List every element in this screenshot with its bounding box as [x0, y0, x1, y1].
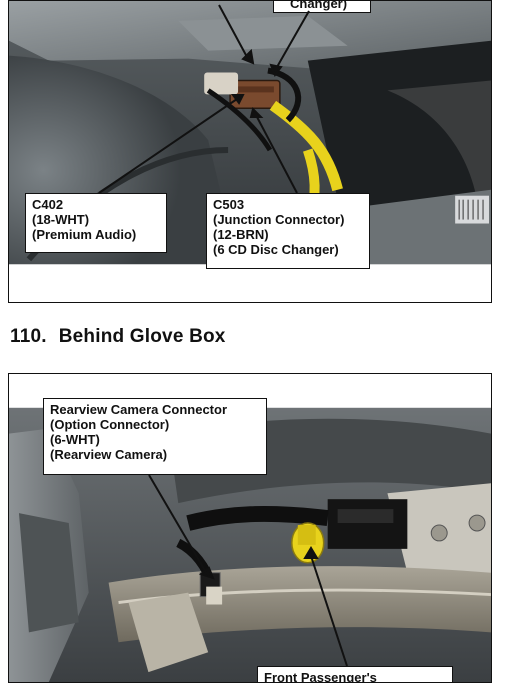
section-title: Behind Glove Box — [58, 326, 226, 347]
callout-line: (Rearview Camera) — [50, 447, 168, 462]
section-number: 110. — [10, 326, 47, 347]
callout-c402: C402 (18-WHT) (Premium Audio) — [25, 193, 167, 253]
bottom-leader-lines — [148, 474, 348, 667]
callout-line: (18-WHT) — [32, 212, 90, 227]
top-figure: Changer) C402 (18-WHT) (Premium Audio) C… — [8, 0, 492, 303]
top-leader-lines — [98, 4, 310, 194]
callout-line: C503 — [213, 197, 245, 212]
callout-line: C402 — [32, 197, 64, 212]
callout-c503: C503 (Junction Connector) (12-BRN) (6 CD… — [206, 193, 370, 269]
bottom-figure: Rearview Camera Connector (Option Connec… — [8, 373, 492, 683]
callout-line: Changer) — [290, 0, 348, 11]
callout-line: (Option Connector) — [50, 417, 170, 432]
callout-line: (6-WHT) — [50, 432, 100, 447]
callout-line: (Premium Audio) — [32, 227, 137, 242]
callout-line: Rearview Camera Connector — [50, 402, 228, 417]
callout-line: (12-BRN) — [213, 227, 269, 242]
callout-rearview-camera: Rearview Camera Connector (Option Connec… — [43, 398, 267, 475]
callout-top-partial: Changer) — [273, 0, 371, 13]
section-heading: 110. Behind Glove Box — [10, 326, 226, 348]
callout-line: (6 CD Disc Changer) — [213, 242, 339, 257]
callout-line: (Junction Connector) — [213, 212, 345, 227]
